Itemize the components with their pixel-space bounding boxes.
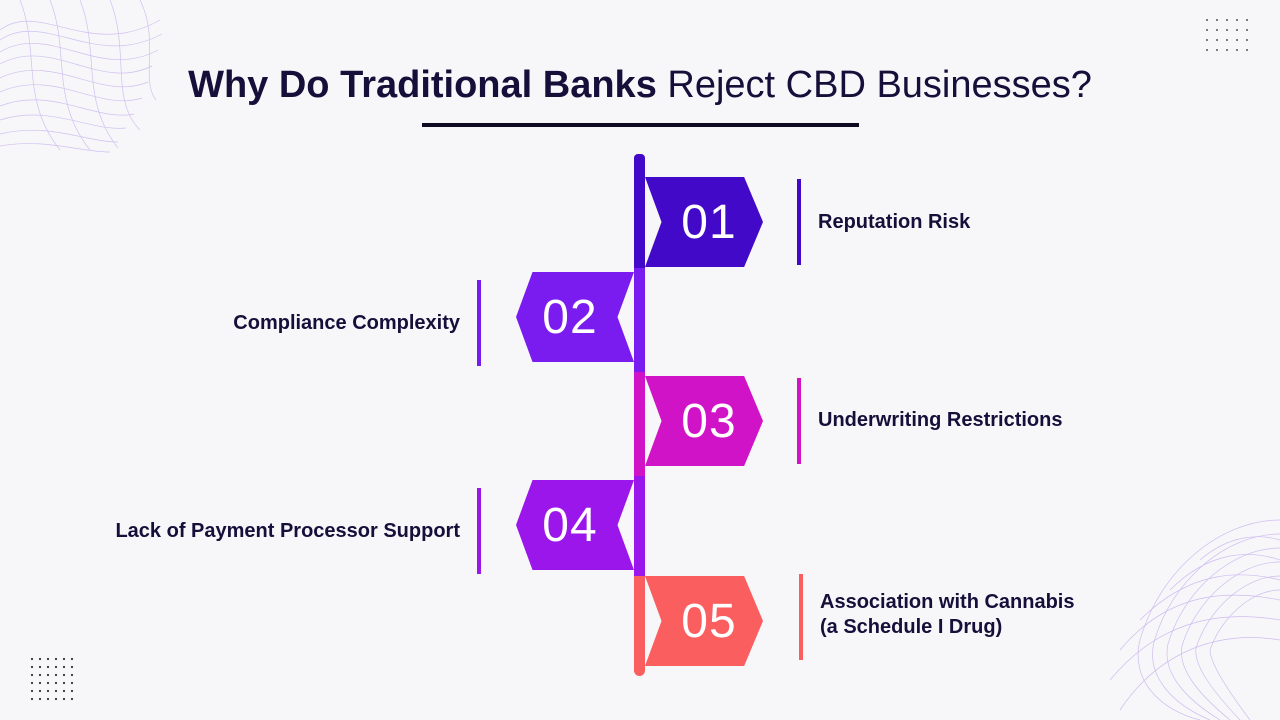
step-label-04: Lack of Payment Processor Support bbox=[115, 520, 460, 542]
timeline-spine-segment-1 bbox=[634, 158, 645, 268]
timeline-spine-segment-4 bbox=[634, 476, 645, 576]
step-number: 02 bbox=[542, 290, 598, 344]
step-divider-03 bbox=[797, 378, 801, 464]
dot-grid-top-right bbox=[1206, 19, 1248, 51]
step-number: 03 bbox=[681, 394, 737, 448]
timeline-spine-cap bbox=[634, 154, 645, 158]
title-underline bbox=[422, 123, 859, 127]
step-divider-02 bbox=[477, 280, 481, 366]
step-divider-05 bbox=[799, 574, 803, 660]
page-title: Why Do Traditional Banks Reject CBD Busi… bbox=[0, 64, 1280, 107]
step-number: 01 bbox=[681, 195, 737, 249]
step-label-03: Underwriting Restrictions bbox=[818, 409, 1063, 431]
timeline-spine-segment-5 bbox=[634, 576, 645, 676]
step-divider-04 bbox=[477, 488, 481, 574]
step-label-01: Reputation Risk bbox=[818, 211, 971, 233]
step-flag-03: 03 bbox=[645, 376, 763, 466]
title-bold-part: Why Do Traditional Banks bbox=[188, 64, 657, 106]
step-flag-04: 04 bbox=[516, 480, 634, 570]
timeline-spine-segment-3 bbox=[634, 372, 645, 476]
step-number: 05 bbox=[681, 594, 737, 648]
decorative-mesh-top-left bbox=[0, 0, 163, 153]
timeline-spine-segment-2 bbox=[634, 268, 645, 372]
step-flag-05: 05 bbox=[645, 576, 763, 666]
step-number: 04 bbox=[542, 498, 598, 552]
step-label-02: Compliance Complexity bbox=[233, 312, 460, 334]
step-flag-01: 01 bbox=[645, 177, 763, 267]
step-label-05: Association with Cannabis (a Schedule I … bbox=[820, 591, 1075, 638]
step-flag-02: 02 bbox=[516, 272, 634, 362]
title-light-part: Reject CBD Businesses? bbox=[667, 64, 1092, 106]
step-divider-01 bbox=[797, 179, 801, 265]
decorative-mesh-bottom-right bbox=[1109, 519, 1280, 720]
dot-grid-bottom-left bbox=[30, 657, 74, 701]
